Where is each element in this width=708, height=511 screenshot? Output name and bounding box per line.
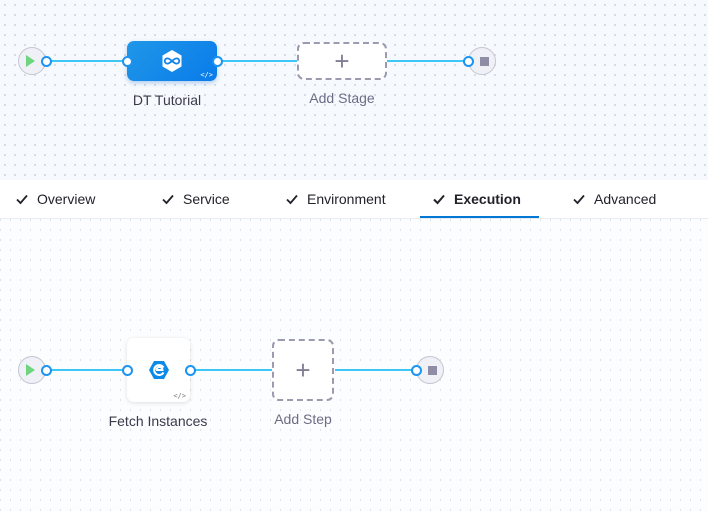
connector <box>48 369 128 371</box>
connector <box>192 369 272 371</box>
add-stage-label: Add Stage <box>309 90 375 106</box>
plus-icon: + <box>295 354 311 385</box>
step-label: Fetch Instances <box>108 413 208 429</box>
yaml-code-icon: </> <box>173 392 186 400</box>
tab-overview[interactable]: Overview <box>15 180 95 218</box>
play-icon <box>25 364 35 376</box>
check-icon <box>162 194 174 205</box>
tab-label: Advanced <box>594 191 657 207</box>
infinity-hexagon-icon <box>162 50 182 72</box>
check-icon <box>573 194 585 205</box>
plus-icon: + <box>334 45 350 76</box>
end-port <box>411 365 422 376</box>
stage-input-port <box>122 56 133 67</box>
connector <box>387 60 467 62</box>
start-port <box>41 365 52 376</box>
execution-canvas[interactable] <box>0 219 708 511</box>
tab-environment[interactable]: Environment <box>285 180 386 218</box>
connector <box>219 60 299 62</box>
start-port <box>41 56 52 67</box>
pipeline-canvas[interactable]: </> DT Tutorial + Add Stage <box>0 0 708 180</box>
add-step-button[interactable]: + <box>272 339 334 401</box>
step-output-port <box>185 365 196 376</box>
tab-label: Service <box>183 191 230 207</box>
tab-execution[interactable]: Execution <box>432 180 521 218</box>
stage-output-port <box>212 56 223 67</box>
stop-icon <box>479 56 489 66</box>
add-step-label: Add Step <box>274 411 332 427</box>
yaml-code-icon: </> <box>200 71 213 79</box>
tab-service[interactable]: Service <box>161 180 230 218</box>
stage-label: DT Tutorial <box>132 92 202 108</box>
play-icon <box>25 55 35 67</box>
tab-advanced[interactable]: Advanced <box>572 180 656 218</box>
stop-icon <box>427 365 437 375</box>
step-input-port <box>122 365 133 376</box>
connector <box>48 60 128 62</box>
connector <box>335 369 415 371</box>
active-tab-indicator <box>420 216 539 218</box>
add-stage-button[interactable]: + <box>297 42 387 80</box>
tab-label: Execution <box>454 191 521 207</box>
check-icon <box>433 194 445 205</box>
tab-label: Overview <box>37 191 96 207</box>
end-port <box>463 56 474 67</box>
step-fetch-instances[interactable]: </> <box>127 338 190 402</box>
check-icon <box>286 194 298 205</box>
stage-dt-tutorial[interactable]: </> <box>127 41 217 81</box>
fetch-instances-icon <box>148 361 169 379</box>
stage-tabs: Overview Service Environment Execution A… <box>0 180 708 219</box>
check-icon <box>16 194 28 205</box>
tab-label: Environment <box>307 191 386 207</box>
